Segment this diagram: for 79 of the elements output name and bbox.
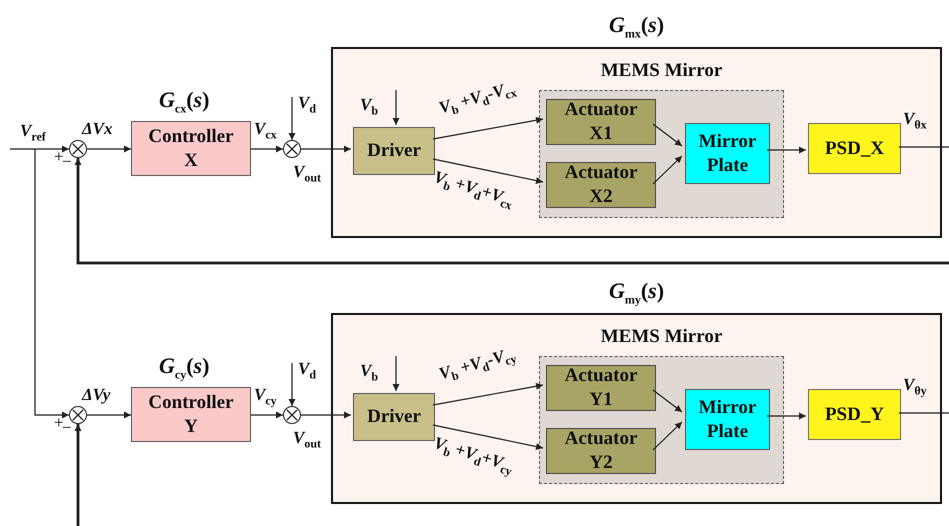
- sign-label: +: [54, 414, 64, 431]
- block-label: Actuator X2: [564, 161, 638, 209]
- sign-label: +: [54, 148, 64, 165]
- signal-label: V$_{out}$: [293, 429, 322, 450]
- block-label: Mirror Plate: [698, 396, 758, 444]
- signal-label: V$_{ref}$: [20, 122, 46, 142]
- actuator-block: [546, 162, 656, 208]
- arrow: [767, 412, 806, 420]
- block-label: Controller Y: [147, 390, 235, 438]
- arrow: [74, 158, 949, 264]
- signal-label: V$_{b}$: [360, 96, 378, 116]
- group-title: MEMS Mirror: [600, 327, 722, 346]
- arrow: [301, 412, 351, 418]
- actuator-block: [546, 428, 656, 474]
- signal-line: [899, 146, 949, 148]
- psd-block: [808, 389, 901, 440]
- mirror-plate-block: [685, 389, 770, 450]
- arrow: [392, 356, 400, 391]
- arrow: [767, 146, 806, 154]
- arrow: [652, 390, 682, 412]
- summing-junction: [69, 406, 87, 424]
- summing-junction: [283, 406, 301, 424]
- sign-label: −: [62, 419, 72, 436]
- sign-label: −: [62, 153, 72, 170]
- arrow: [652, 422, 682, 450]
- block-label: PSD_X: [824, 136, 884, 160]
- arrow: [392, 90, 400, 125]
- block-label: Controller X: [147, 124, 235, 172]
- arrow: [34, 149, 69, 418]
- arrow: [432, 424, 544, 450]
- transfer-function-label: G$_{mx}$(s): [608, 14, 664, 40]
- block-label: Mirror Plate: [698, 130, 758, 178]
- signal-label: V$_{d}$: [298, 360, 316, 380]
- block-label: Actuator Y1: [564, 364, 638, 412]
- controller-block: [131, 387, 251, 442]
- arrow: [251, 146, 283, 152]
- signal-label: V$_{cx}$: [254, 120, 277, 140]
- signal-label: ΔVy: [82, 386, 110, 403]
- arrow: [652, 156, 682, 184]
- arrow: [87, 146, 131, 152]
- mirror-plate-block: [685, 123, 770, 184]
- signal-label: V$_{b}$: [360, 362, 378, 382]
- block-label: PSD_Y: [824, 402, 884, 426]
- block-label: Driver: [367, 405, 421, 429]
- arrow: [301, 146, 351, 152]
- transfer-function-label: G$_{my}$(s): [608, 280, 664, 306]
- signal-line: [899, 412, 949, 414]
- arrow: [652, 124, 682, 146]
- arrow: [288, 363, 296, 406]
- transfer-function-label: G$_{cx}$(s): [159, 89, 210, 114]
- signal-label: ΔVx: [82, 120, 112, 137]
- actuator-block: [546, 99, 656, 145]
- arrow: [432, 158, 544, 184]
- block-label: Actuator X1: [564, 98, 638, 146]
- summing-junction: [69, 140, 87, 158]
- transfer-function-label: G$_{cy}$(s): [159, 355, 210, 380]
- arrow: [432, 116, 544, 140]
- arrow: [251, 412, 283, 418]
- signal-label: V$_{d}$: [298, 94, 316, 114]
- block-label: Driver: [367, 139, 421, 163]
- summing-junction: [283, 140, 301, 158]
- arrow: [288, 97, 296, 140]
- driver-block: [353, 127, 435, 175]
- controller-block: [131, 121, 251, 176]
- group-title: MEMS Mirror: [600, 61, 722, 80]
- block-label: Actuator Y2: [564, 427, 638, 475]
- signal-label: V$_{θy}$: [903, 376, 927, 396]
- psd-block: [808, 123, 901, 174]
- signal-label: V$_{b}$ +V$_{d}$-V$_{cx}$: [437, 80, 518, 120]
- signal-label: V$_{b}$ +V$_{d}$-V$_{cy}$: [437, 346, 518, 386]
- actuator-block: [546, 365, 656, 411]
- driver-block: [353, 393, 435, 441]
- arrow: [432, 382, 544, 406]
- signal-label: V$_{cy}$: [254, 386, 277, 406]
- signal-label: V$_{θx}$: [903, 110, 927, 130]
- signal-label: V$_{out}$: [293, 163, 322, 184]
- arrow: [74, 424, 82, 526]
- arrow: [87, 412, 131, 418]
- arrow: [10, 146, 69, 152]
